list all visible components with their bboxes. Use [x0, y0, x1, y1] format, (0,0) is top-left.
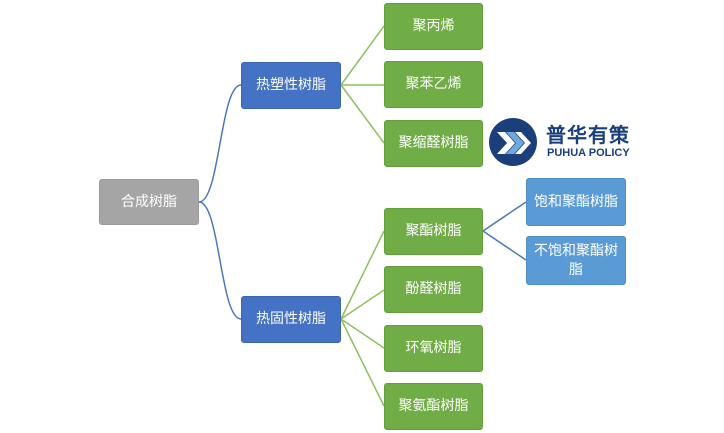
connector-thermoset-to-phenolic: [340, 289, 385, 320]
polypropylene-node: 聚丙烯: [384, 3, 483, 50]
polyester-resin-node: 聚酯树脂: [384, 208, 483, 255]
polyurethane-resin-node: 聚氨酯树脂: [384, 383, 483, 430]
logo-english-name: PUHUA POLICY: [547, 147, 630, 159]
root-node: 合成树脂: [99, 179, 199, 225]
connector-thermoset-to-epoxy: [340, 318, 385, 349]
connector-thermoset-to-polyester: [340, 230, 385, 320]
connector-polyester-to-unsaturated: [482, 230, 527, 261]
puhua-logo-icon: [489, 118, 537, 166]
connector-thermoset-to-pu: [340, 318, 385, 407]
puhua-policy-logo: 普华有策 PUHUA POLICY: [488, 117, 638, 167]
saturated-polyester-node: 饱和聚酯树脂: [526, 178, 626, 226]
logo-chinese-name: 普华有策: [546, 123, 630, 147]
connector-root-to-thermoplastic: [198, 84, 242, 203]
epoxy-resin-node: 环氧树脂: [384, 325, 483, 372]
polyacetal-resin-node: 聚缩醛树脂: [384, 120, 483, 167]
unsaturated-polyester-node: 不饱和聚酯树脂: [526, 236, 626, 285]
connector-thermoplastic-to-pom: [340, 84, 385, 144]
phenolic-resin-node: 酚醛树脂: [384, 266, 483, 313]
thermoset-resin-node: 热固性树脂: [241, 296, 341, 343]
connector-thermoplastic-to-pp: [340, 25, 385, 86]
connector-root-to-thermoset: [198, 201, 242, 320]
thermoplastic-resin-node: 热塑性树脂: [241, 62, 341, 109]
connector-polyester-to-saturated: [482, 201, 527, 232]
polystyrene-node: 聚苯乙烯: [384, 61, 483, 108]
